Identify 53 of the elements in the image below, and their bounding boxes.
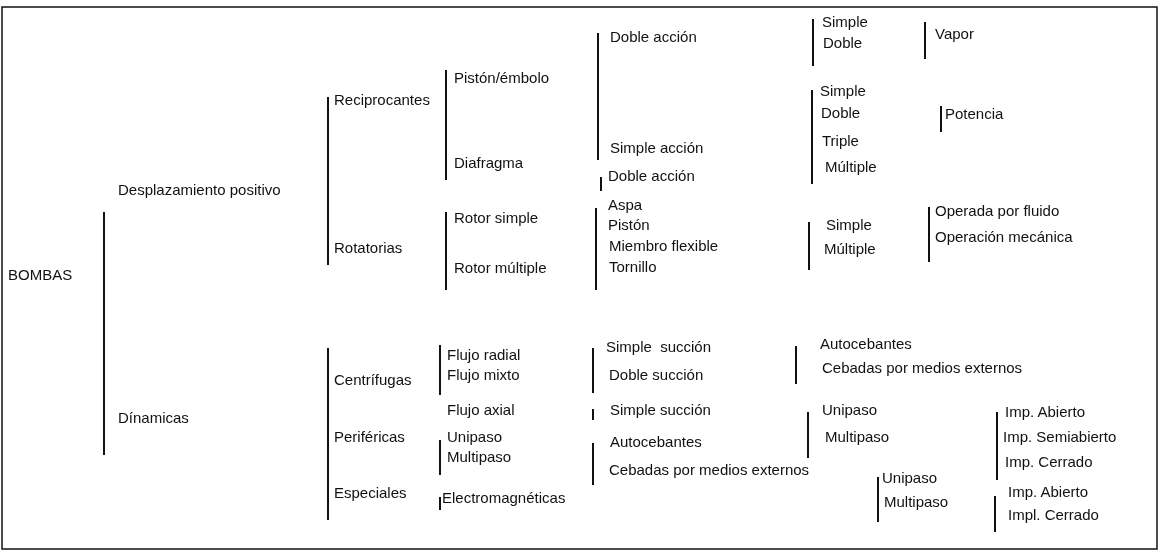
category-label: Imp. Abierto — [1005, 403, 1086, 421]
category-label: Imp. Semiabierto — [1003, 428, 1117, 446]
category-label: Unipaso — [882, 469, 938, 487]
category-label: Simple — [826, 216, 872, 234]
category-label: Multipaso — [825, 428, 890, 446]
category-label: Cebadas por medios externos — [609, 461, 810, 479]
category-label: Autocebantes — [820, 335, 912, 353]
category-label: Simple acción — [610, 139, 704, 157]
category-label: Reciprocantes — [334, 91, 430, 109]
category-label: Multipaso — [447, 448, 512, 466]
category-label: Simple — [822, 13, 868, 31]
category-label: Pistón/émbolo — [454, 69, 550, 87]
category-label: Impl. Cerrado — [1008, 506, 1099, 524]
category-label: Doble acción — [610, 28, 697, 46]
category-label: Simple — [820, 82, 866, 100]
category-label: Flujo radial — [447, 346, 521, 364]
category-label: Rotor simple — [454, 209, 539, 227]
category-label: Centrífugas — [334, 371, 412, 389]
category-label: Cebadas por medios externos — [822, 359, 1023, 377]
category-label: Simple succión — [610, 401, 711, 419]
category-label: Potencia — [945, 105, 1004, 123]
category-label: Doble acción — [608, 167, 695, 185]
category-label: Unipaso — [822, 401, 878, 419]
category-label: Aspa — [608, 196, 643, 214]
category-label: Especiales — [334, 484, 407, 502]
category-label: Rotor múltiple — [454, 259, 547, 277]
category-label: Múltiple — [824, 240, 876, 258]
category-label: Doble — [823, 34, 863, 52]
category-label: Rotatorias — [334, 239, 403, 257]
category-label: Imp. Abierto — [1008, 483, 1089, 501]
category-label: Multipaso — [884, 493, 949, 511]
category-label: Desplazamiento positivo — [118, 181, 281, 199]
category-label: Operación mecánica — [935, 228, 1073, 246]
category-label: BOMBAS — [8, 266, 73, 284]
category-label: Imp. Cerrado — [1005, 453, 1093, 471]
category-label: Tornillo — [609, 258, 657, 276]
category-label: Flujo axial — [447, 401, 515, 419]
category-label: Doble succión — [609, 366, 704, 384]
category-label: Flujo mixto — [447, 366, 520, 384]
category-label: Autocebantes — [610, 433, 702, 451]
category-label: Operada por fluido — [935, 202, 1060, 220]
category-label: Triple — [822, 132, 859, 150]
category-label: Periféricas — [334, 428, 405, 446]
category-label: Unipaso — [447, 428, 503, 446]
category-label: Dínamicas — [118, 409, 189, 427]
category-label: Doble — [821, 104, 861, 122]
category-label: Electromagnéticas — [442, 489, 566, 507]
category-label: Diafragma — [454, 154, 524, 172]
category-label: Vapor — [935, 25, 974, 43]
category-label: Pistón — [608, 216, 650, 234]
category-label: Múltiple — [825, 158, 877, 176]
category-label: Simple succión — [606, 338, 712, 356]
category-label: Miembro flexible — [609, 237, 719, 255]
